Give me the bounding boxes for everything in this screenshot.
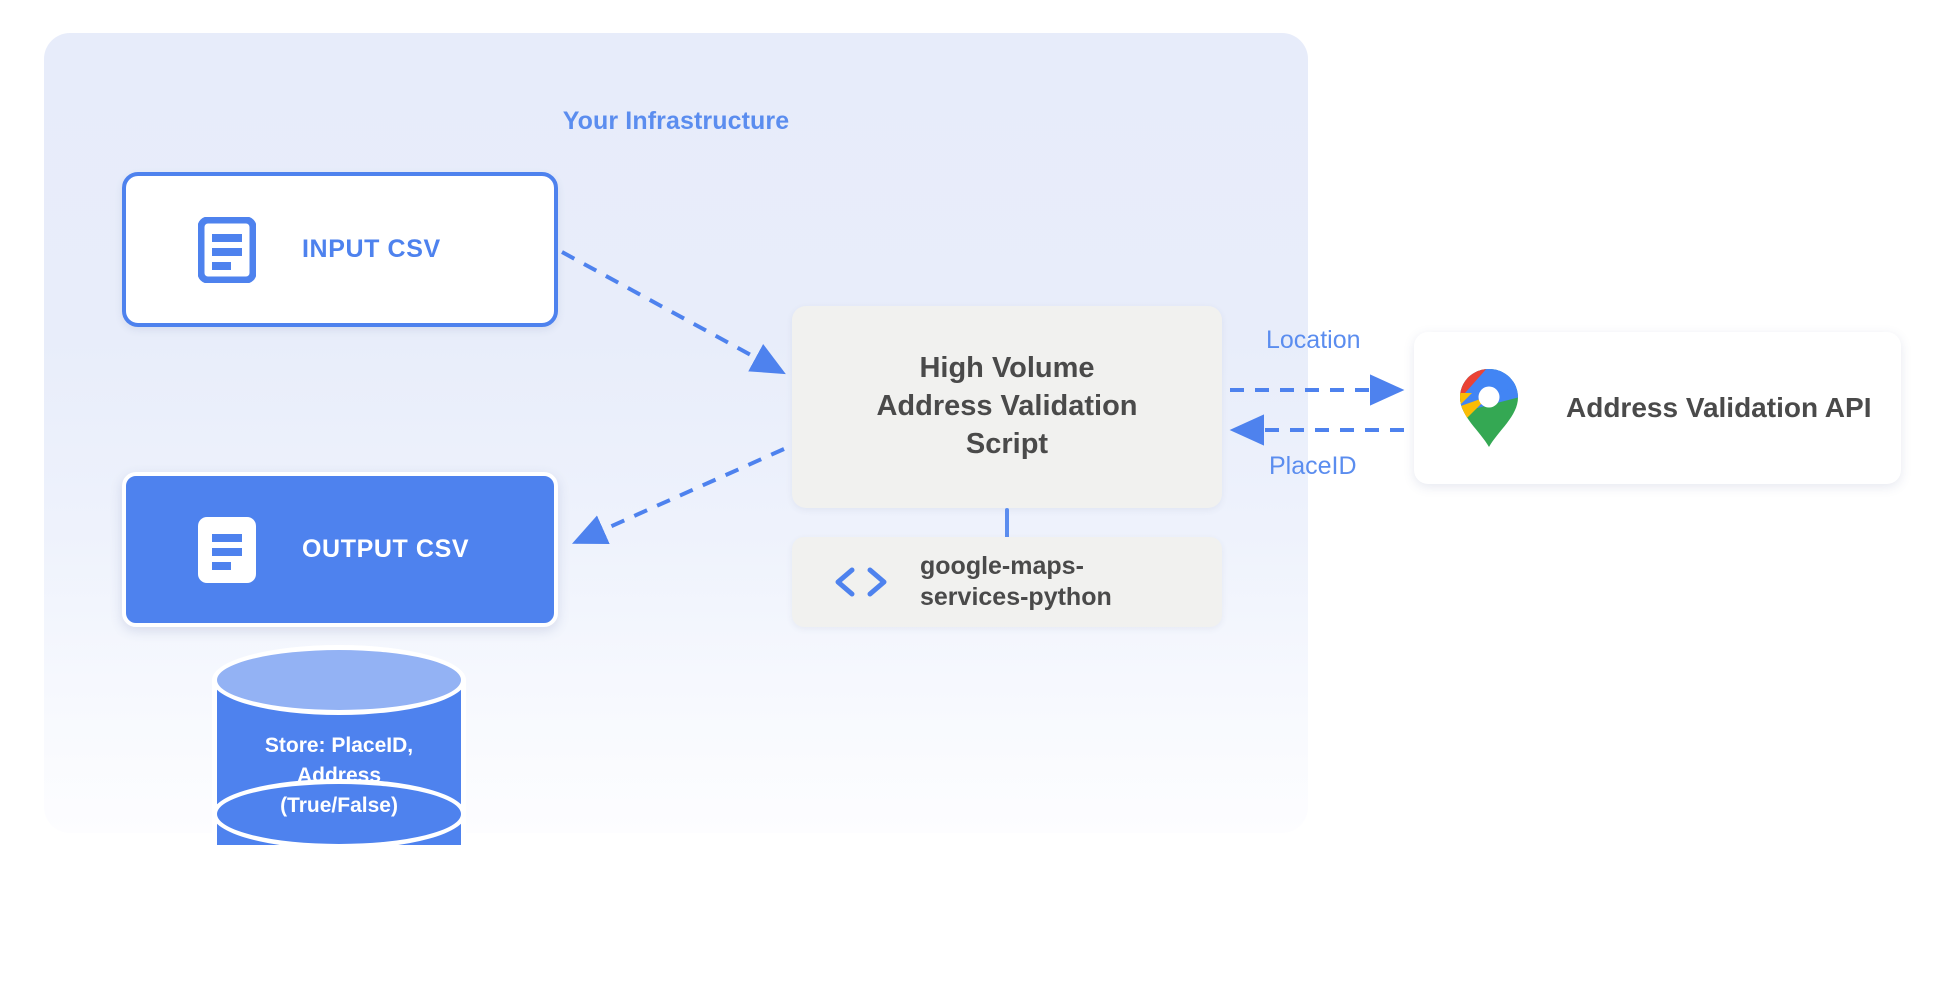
- edge-label-placeid: PlaceID: [1269, 452, 1357, 480]
- script-label-line2: Address Validation: [876, 390, 1138, 423]
- script-label-line1: High Volume: [919, 352, 1095, 385]
- database-label-line2: Address: [296, 763, 382, 787]
- database-label-line1: Store: PlaceID,: [264, 734, 414, 757]
- google-maps-pin-icon: [1460, 369, 1518, 447]
- output-csv-node[interactable]: OUTPUT CSV: [122, 472, 558, 627]
- edge-label-location: Location: [1266, 326, 1361, 354]
- address-validation-api-node[interactable]: Address Validation API: [1414, 332, 1901, 484]
- output-csv-label: OUTPUT CSV: [302, 535, 470, 563]
- database-cylinder-node[interactable]: Store: PlaceID, Address (True/False): [212, 645, 466, 879]
- library-label-line1: google-maps-: [920, 551, 1084, 580]
- panel-title: Your Infrastructure: [562, 107, 790, 135]
- api-label: Address Validation API: [1566, 392, 1872, 423]
- script-label: High Volume Address Validation Script: [876, 350, 1137, 463]
- document-icon: [198, 516, 256, 583]
- document-icon: [198, 216, 256, 283]
- code-brackets-icon: [835, 567, 887, 597]
- cylinder-bottom-ellipse: [212, 779, 466, 849]
- library-label: google-maps- services-python: [920, 551, 1112, 614]
- input-csv-label: INPUT CSV: [302, 235, 441, 263]
- script-library-connector: [1005, 508, 1009, 540]
- cylinder-top-ellipse: [212, 645, 466, 715]
- library-label-line2: services-python: [920, 583, 1112, 611]
- script-node[interactable]: High Volume Address Validation Script: [792, 306, 1222, 508]
- input-csv-node[interactable]: INPUT CSV: [122, 172, 558, 327]
- script-label-line3: Script: [965, 427, 1049, 460]
- database-label-line3: (True/False): [280, 793, 398, 817]
- library-node[interactable]: google-maps- services-python: [792, 537, 1222, 627]
- database-label: Store: PlaceID, Address (True/False): [212, 731, 466, 820]
